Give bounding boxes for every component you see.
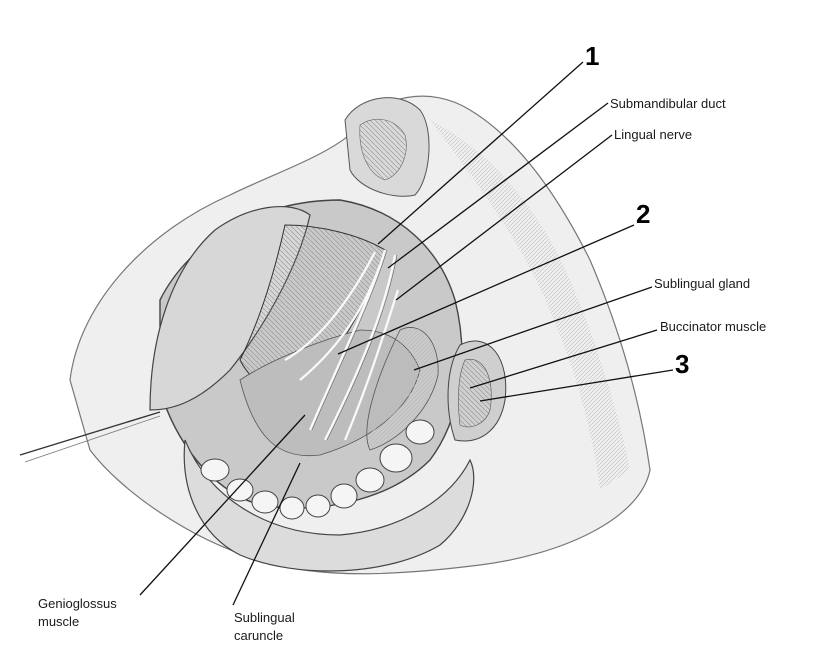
label-lingual-nerve: Lingual nerve xyxy=(614,127,693,142)
leader-lines xyxy=(139,61,674,606)
lower-lip xyxy=(183,439,475,572)
sublingual-gland-shape xyxy=(366,327,439,451)
label-genioglossus-line1: Genioglossus xyxy=(38,596,117,611)
marker-1: 1 xyxy=(585,41,600,71)
label-sublingual-gland: Sublingual gland xyxy=(654,276,751,291)
nerve-strands xyxy=(284,249,400,441)
leader-buccinator-muscle xyxy=(469,329,658,389)
label-genioglossus-line2: muscle xyxy=(38,614,80,629)
marker-2: 2 xyxy=(636,199,651,229)
leader-sublingual-caruncle xyxy=(232,462,301,606)
leader-2 xyxy=(337,224,635,355)
leader-genioglossus xyxy=(139,414,306,596)
leader-lingual-nerve xyxy=(395,134,613,301)
leader-submandibular-duct xyxy=(387,102,609,269)
leader-sublingual-gland xyxy=(413,286,653,371)
buccinator-muscle-shape xyxy=(458,359,492,428)
label-sublingual-caruncle-line2: caruncle xyxy=(234,628,284,643)
section-detail xyxy=(359,118,407,181)
label-buccinator-muscle: Buccinator muscle xyxy=(660,319,767,334)
leader-1 xyxy=(377,61,584,245)
teeth xyxy=(200,419,435,520)
marker-3: 3 xyxy=(675,349,690,379)
label-submandibular-duct: Submandibular duct xyxy=(610,96,726,111)
label-sublingual-caruncle-line1: Sublingual xyxy=(234,610,295,625)
cheek-shading xyxy=(430,120,630,490)
retractor-2 xyxy=(24,415,161,463)
leader-3 xyxy=(479,369,674,402)
nerve-outlines xyxy=(311,249,398,441)
tongue-flap xyxy=(149,205,311,411)
retractor xyxy=(19,411,161,456)
